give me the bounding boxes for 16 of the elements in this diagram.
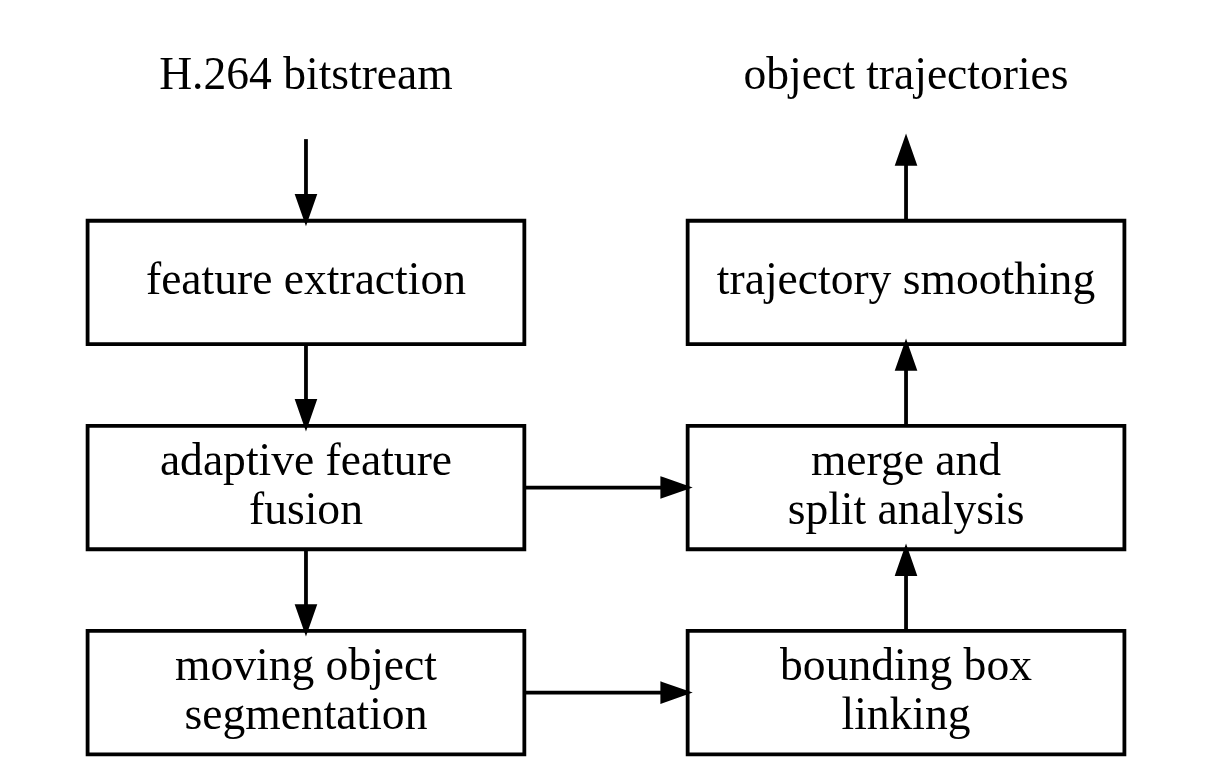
arrow [894,338,917,426]
node-box: bounding box linking [685,629,1126,757]
arrow [294,139,317,227]
arrow [894,543,917,631]
node-box: moving object segmentation [85,629,526,757]
node-box: feature extraction [85,218,526,347]
arrow [894,133,917,221]
node-text: object trajectories [742,48,1069,100]
arrow [524,476,693,499]
node-box: trajectory smoothing [685,218,1126,347]
node-box: adaptive feature fusion [85,423,526,552]
arrow [524,681,693,704]
node-text: H.264 bitstream [158,48,453,100]
arrow [294,344,317,432]
node-box: merge and split analysis [685,423,1126,552]
arrow [294,549,317,637]
